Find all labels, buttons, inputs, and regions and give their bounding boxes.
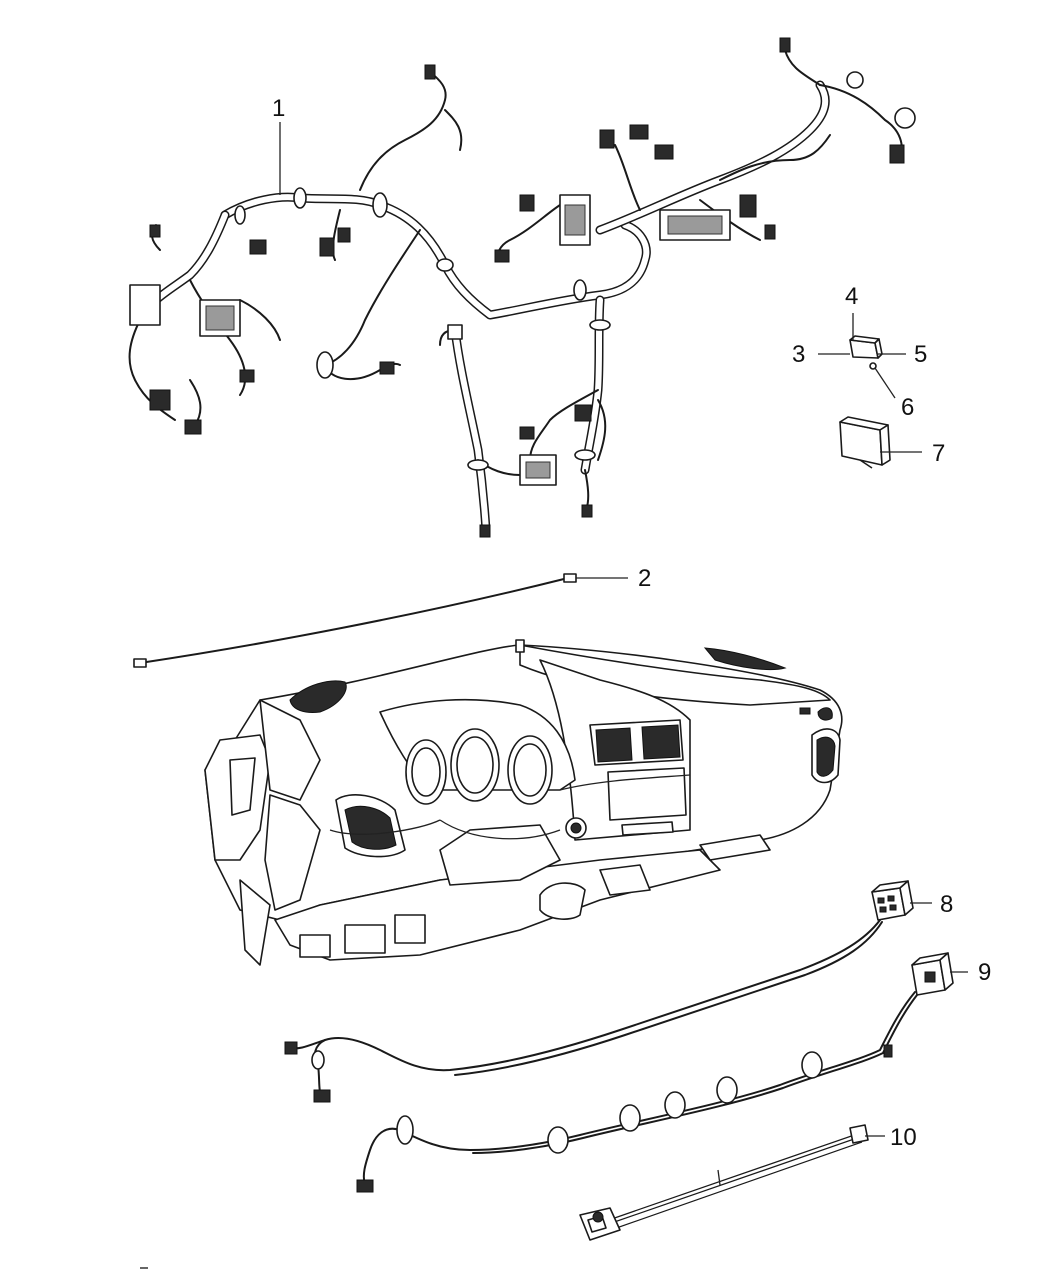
antenna-cable	[133, 573, 577, 668]
callout-9: 9	[978, 959, 991, 986]
callout-7: 7	[932, 440, 945, 467]
callout-1: 1	[272, 95, 285, 122]
antenna-connector-right	[563, 573, 577, 583]
fuse-block-cover	[839, 416, 891, 469]
switch-harness-9	[356, 952, 954, 1193]
instrument-panel	[204, 639, 843, 966]
callout-10: 10	[890, 1124, 917, 1151]
switch-harness-8	[284, 880, 914, 1103]
leader-lines	[279, 122, 968, 1137]
callout-labels: 1 2 3 4 5 6 7 8 9 10	[272, 95, 991, 1151]
callout-4: 4	[845, 283, 858, 310]
instrument-panel-wiring-harness	[128, 37, 916, 538]
callout-6: 6	[901, 394, 914, 421]
callout-3: 3	[792, 341, 805, 368]
center-vents	[595, 724, 681, 763]
callout-5: 5	[914, 341, 927, 368]
cable-bracket-10	[579, 1124, 869, 1241]
callout-2: 2	[638, 565, 651, 592]
callout-8: 8	[940, 891, 953, 918]
relay-small	[849, 335, 883, 370]
antenna-connector-left	[133, 658, 147, 668]
